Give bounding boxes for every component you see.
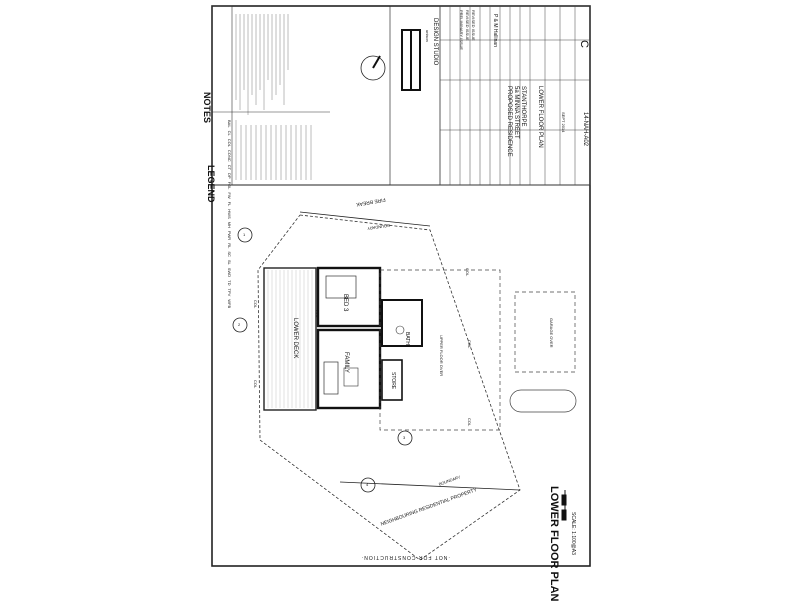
legend-code: MH — [227, 221, 232, 228]
notes-heading: NOTES — [202, 92, 212, 124]
section-mark-2: 2 — [238, 322, 241, 327]
legend-text-lines — [235, 120, 312, 180]
legend-code: DP — [227, 173, 232, 179]
legend-code: RL — [227, 243, 232, 249]
legend-code: PWR — [227, 230, 232, 241]
revision-a: PRELIMINARY ISSUE — [459, 10, 464, 51]
garage-over-label: GARAGE OVER — [549, 318, 554, 348]
legend-code: SWD — [227, 267, 232, 278]
section-mark-1: 1 — [243, 232, 246, 237]
revision-b: REVISED ISSUE — [465, 10, 470, 41]
family-room-walls — [316, 328, 382, 410]
family-label: FAMILY — [343, 352, 349, 373]
notes-text-lines — [235, 14, 289, 115]
col-tag-2: COL — [253, 380, 258, 389]
col-tag-1: COL — [253, 300, 258, 309]
legend-code: SC — [227, 251, 232, 257]
legend-code: WFB — [227, 299, 232, 309]
legend-heading: LEGEND — [206, 165, 216, 203]
bed-label: BED 3 — [342, 294, 348, 312]
site-boundary — [257, 214, 521, 561]
col-tag-3: COL — [315, 310, 320, 319]
col-tag-5: COL — [467, 340, 472, 349]
rainwater-tank — [509, 389, 577, 413]
store-label: STORE — [390, 372, 396, 390]
north-arrow — [372, 55, 381, 69]
legend-code: FW — [227, 192, 232, 199]
revision-letter: C — [578, 40, 590, 48]
legend-code: CL — [227, 130, 232, 136]
sheet-scale: SCALE: 1:100@A3 — [570, 512, 576, 555]
legend-code: CONC — [227, 149, 232, 162]
project-line-1: PROPOSED RESIDENCE — [506, 86, 512, 157]
lower-deck-label: LOWER DECK — [292, 318, 298, 359]
sofa — [323, 361, 339, 395]
garage-outline — [514, 291, 576, 373]
scale-bar — [561, 490, 567, 521]
bath-walls — [381, 299, 423, 347]
revision-grid — [439, 5, 591, 186]
section-mark-3: 3 — [403, 435, 406, 440]
not-for-construction-banner: ·NOT FOR CONSTRUCTION· — [360, 554, 450, 560]
legend-code: BAL — [227, 120, 232, 128]
legend-code: SL — [227, 259, 232, 265]
section-mark-4: 4 — [366, 482, 369, 487]
section-markers — [232, 227, 413, 493]
col-tag-6: COL — [467, 418, 472, 427]
drawing-name: LOWER FLOOR PLAN — [537, 86, 543, 148]
legend-code: FGL — [227, 181, 232, 190]
legend-code: COL — [227, 138, 232, 147]
coffee-table — [343, 367, 359, 387]
drawing-date: SEPT 2014 — [561, 112, 566, 133]
project-line-2: 5a MINNA STREET — [513, 86, 519, 139]
upper-over-label: UPPER FLOOR OVER — [439, 335, 444, 377]
bath-label: BATH — [404, 332, 410, 345]
store-walls — [381, 359, 403, 401]
legend-code: FL — [227, 201, 232, 207]
legend-code: TD — [227, 280, 232, 286]
drawing-number: 14-NAH-A02 — [582, 112, 588, 147]
studio-logo-text: unison — [425, 30, 430, 42]
toilet — [395, 325, 405, 335]
north-arrow-circle — [360, 55, 386, 81]
studio-name: DESIGN STUDIO — [432, 18, 438, 66]
neighbour-boundary-line — [339, 481, 521, 491]
client-name: P & M Hallinan — [492, 14, 498, 47]
notes-panel — [211, 5, 233, 186]
legend-code: TPV — [227, 288, 232, 297]
fire-break-line — [299, 211, 431, 227]
bed-furniture — [325, 275, 357, 299]
legend-code: CT — [227, 164, 232, 171]
revision-c: REVISED ISSUE — [471, 10, 476, 41]
upper-floor-outline — [379, 269, 501, 431]
project-line-3: STANTHORPE — [520, 86, 526, 127]
bed-room-walls — [316, 266, 382, 328]
lower-deck-outline — [263, 267, 317, 411]
legend-code: HWS — [227, 209, 232, 219]
sheet-title: LOWER FLOOR PLAN — [548, 486, 560, 602]
lower-deck-hatch — [267, 270, 313, 408]
col-tag-4: COL — [465, 268, 470, 277]
legend-codes: BAL CL COL CONC CT DP FGL FW FL HWS MH PWR RL SC SL SWD… — [227, 120, 232, 311]
